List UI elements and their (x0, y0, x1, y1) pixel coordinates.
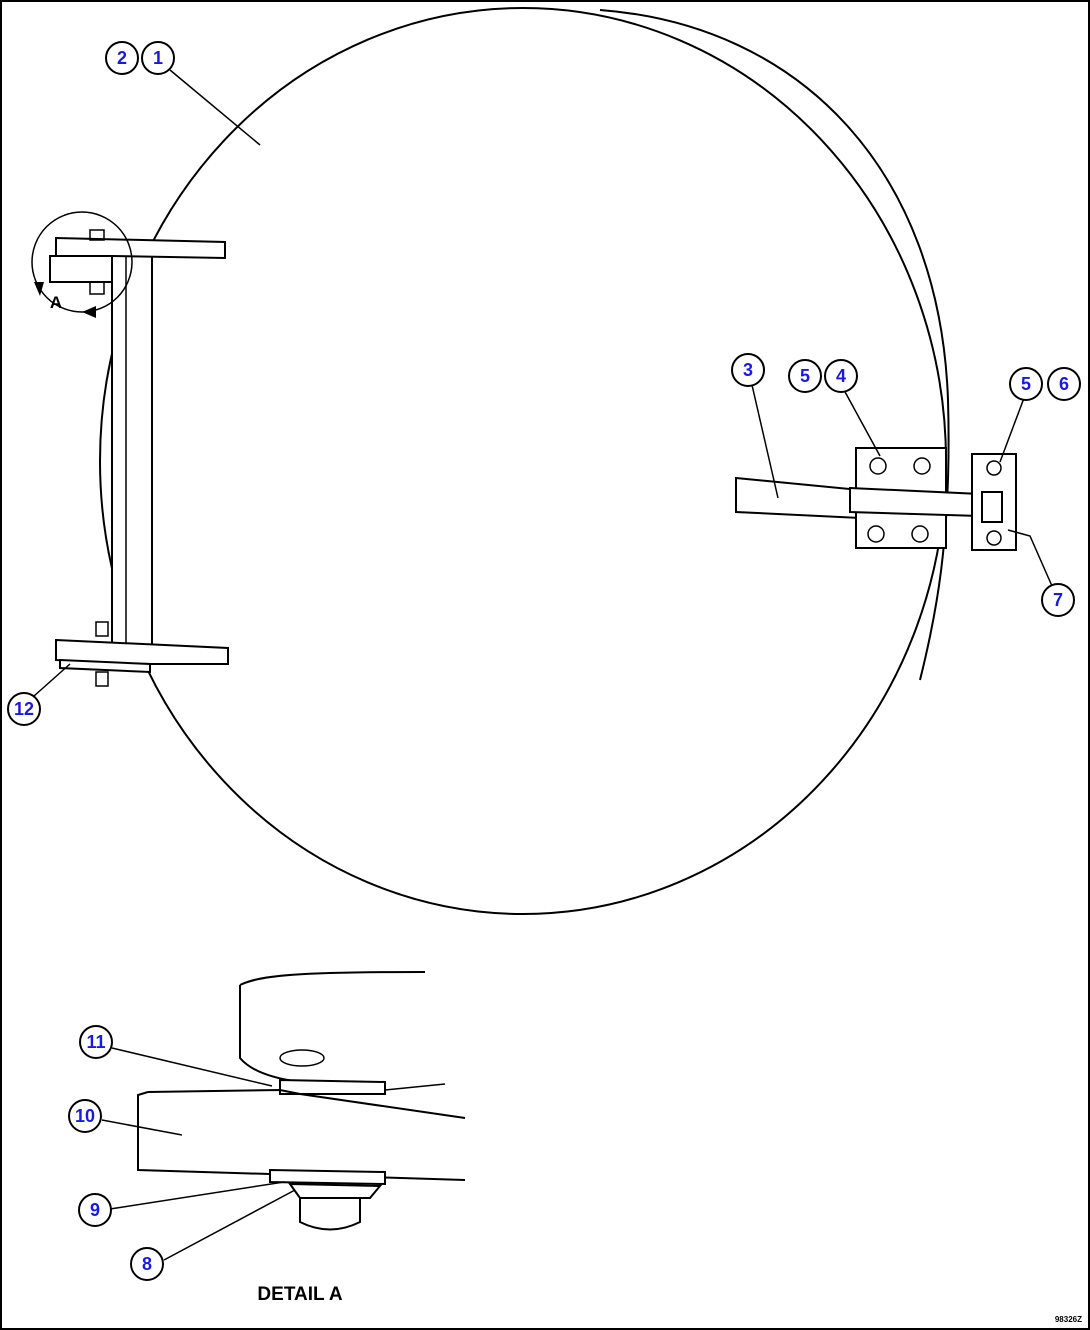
svg-text:7: 7 (1053, 590, 1063, 610)
svg-text:9: 9 (90, 1200, 100, 1220)
callout-12: 12 (7, 692, 41, 726)
callout-9: 9 (78, 1193, 112, 1227)
svg-text:1: 1 (153, 48, 163, 68)
svg-text:11: 11 (86, 1032, 105, 1052)
left-support-bracket (49, 229, 229, 687)
arrow-icon (34, 282, 44, 296)
callout-1: 1 (141, 41, 175, 75)
callout-8: 8 (130, 1247, 164, 1281)
drawing-id: 98326Z (1055, 1315, 1082, 1324)
callout-11: 11 (79, 1025, 113, 1059)
callout-6: 6 (1047, 367, 1081, 401)
arrow-icon (82, 306, 96, 318)
svg-text:5: 5 (800, 366, 810, 386)
svg-text:3: 3 (743, 360, 753, 380)
svg-text:10: 10 (75, 1106, 95, 1126)
detail-a-marker: A (31, 211, 133, 318)
callout-10: 10 (68, 1099, 102, 1133)
svg-text:12: 12 (14, 699, 34, 719)
svg-text:4: 4 (836, 366, 846, 386)
callout-7: 7 (1041, 583, 1075, 617)
callout-2: 2 (105, 41, 139, 75)
callout-5: 5 (788, 359, 822, 393)
round-cover (99, 7, 950, 915)
svg-text:2: 2 (117, 48, 127, 68)
callout-4: 4 (824, 359, 858, 393)
callout-5: 5 (1009, 367, 1043, 401)
view-letter: A (50, 293, 62, 312)
svg-text:8: 8 (142, 1254, 152, 1274)
callout-3: 3 (731, 353, 765, 387)
right-hinge-assembly (735, 447, 1017, 551)
leader-lines (33, 69, 1053, 1261)
detail-label: DETAIL A (257, 1284, 342, 1305)
detail-a-drawing (137, 971, 466, 1231)
svg-text:6: 6 (1059, 374, 1069, 394)
svg-text:5: 5 (1021, 374, 1031, 394)
